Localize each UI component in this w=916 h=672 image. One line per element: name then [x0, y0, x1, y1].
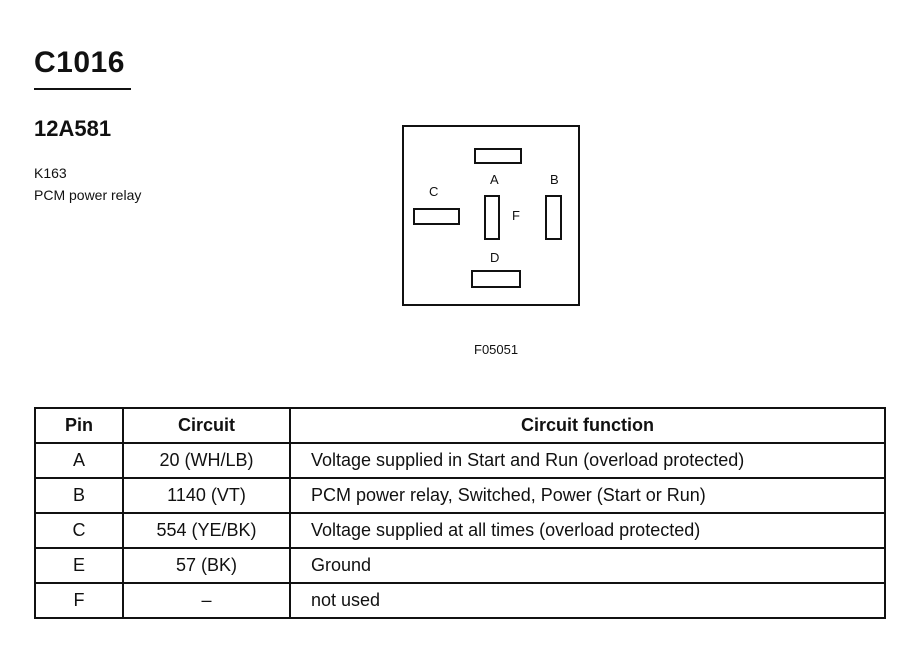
title-underline [34, 88, 131, 90]
table-row: A 20 (WH/LB) Voltage supplied in Start a… [34, 442, 886, 479]
connector-face-diagram: A B C D F [402, 125, 580, 306]
component-name: PCM power relay [34, 187, 142, 203]
table-row: E 57 (BK) Ground [34, 547, 886, 584]
connector-id: C1016 [34, 46, 125, 79]
terminal-slot-d [471, 270, 521, 288]
terminal-slot-a [484, 195, 500, 240]
function-cell: PCM power relay, Switched, Power (Start … [289, 477, 886, 514]
header-circuit: Circuit [122, 407, 291, 444]
pin-label-d: D [490, 250, 500, 265]
function-cell: Voltage supplied at all times (overload … [289, 512, 886, 549]
circuit-cell: 1140 (VT) [122, 477, 291, 514]
terminal-slot-c [413, 208, 460, 225]
pin-cell: A [34, 442, 124, 479]
part-number: 12A581 [34, 116, 112, 141]
table-row: C 554 (YE/BK) Voltage supplied at all ti… [34, 512, 886, 549]
pin-cell: E [34, 547, 124, 584]
table-row: B 1140 (VT) PCM power relay, Switched, P… [34, 477, 886, 514]
circuit-cell: 554 (YE/BK) [122, 512, 291, 549]
table-header-row: Pin Circuit Circuit function [34, 407, 886, 444]
function-cell: not used [289, 582, 886, 619]
circuit-cell: 20 (WH/LB) [122, 442, 291, 479]
pin-cell: C [34, 512, 124, 549]
pin-label-c: C [429, 184, 439, 199]
pin-label-f: F [512, 208, 520, 223]
header-pin: Pin [34, 407, 124, 444]
pin-cell: B [34, 477, 124, 514]
header-circuit-function: Circuit function [289, 407, 886, 444]
component-description: K163 PCM power relay [34, 162, 141, 206]
function-cell: Ground [289, 547, 886, 584]
terminal-slot-b [545, 195, 562, 240]
circuit-cell: – [122, 582, 291, 619]
table-row: F – not used [34, 582, 886, 619]
pin-label-b: B [550, 172, 559, 187]
figure-id: F05051 [474, 342, 519, 357]
pin-label-a: A [490, 172, 499, 187]
terminal-slot-top [474, 148, 522, 164]
pin-cell: F [34, 582, 124, 619]
pinout-table: Pin Circuit Circuit function A 20 (WH/LB… [34, 407, 886, 619]
function-cell: Voltage supplied in Start and Run (overl… [289, 442, 886, 479]
circuit-cell: 57 (BK) [122, 547, 291, 584]
component-code: K163 [34, 165, 67, 181]
